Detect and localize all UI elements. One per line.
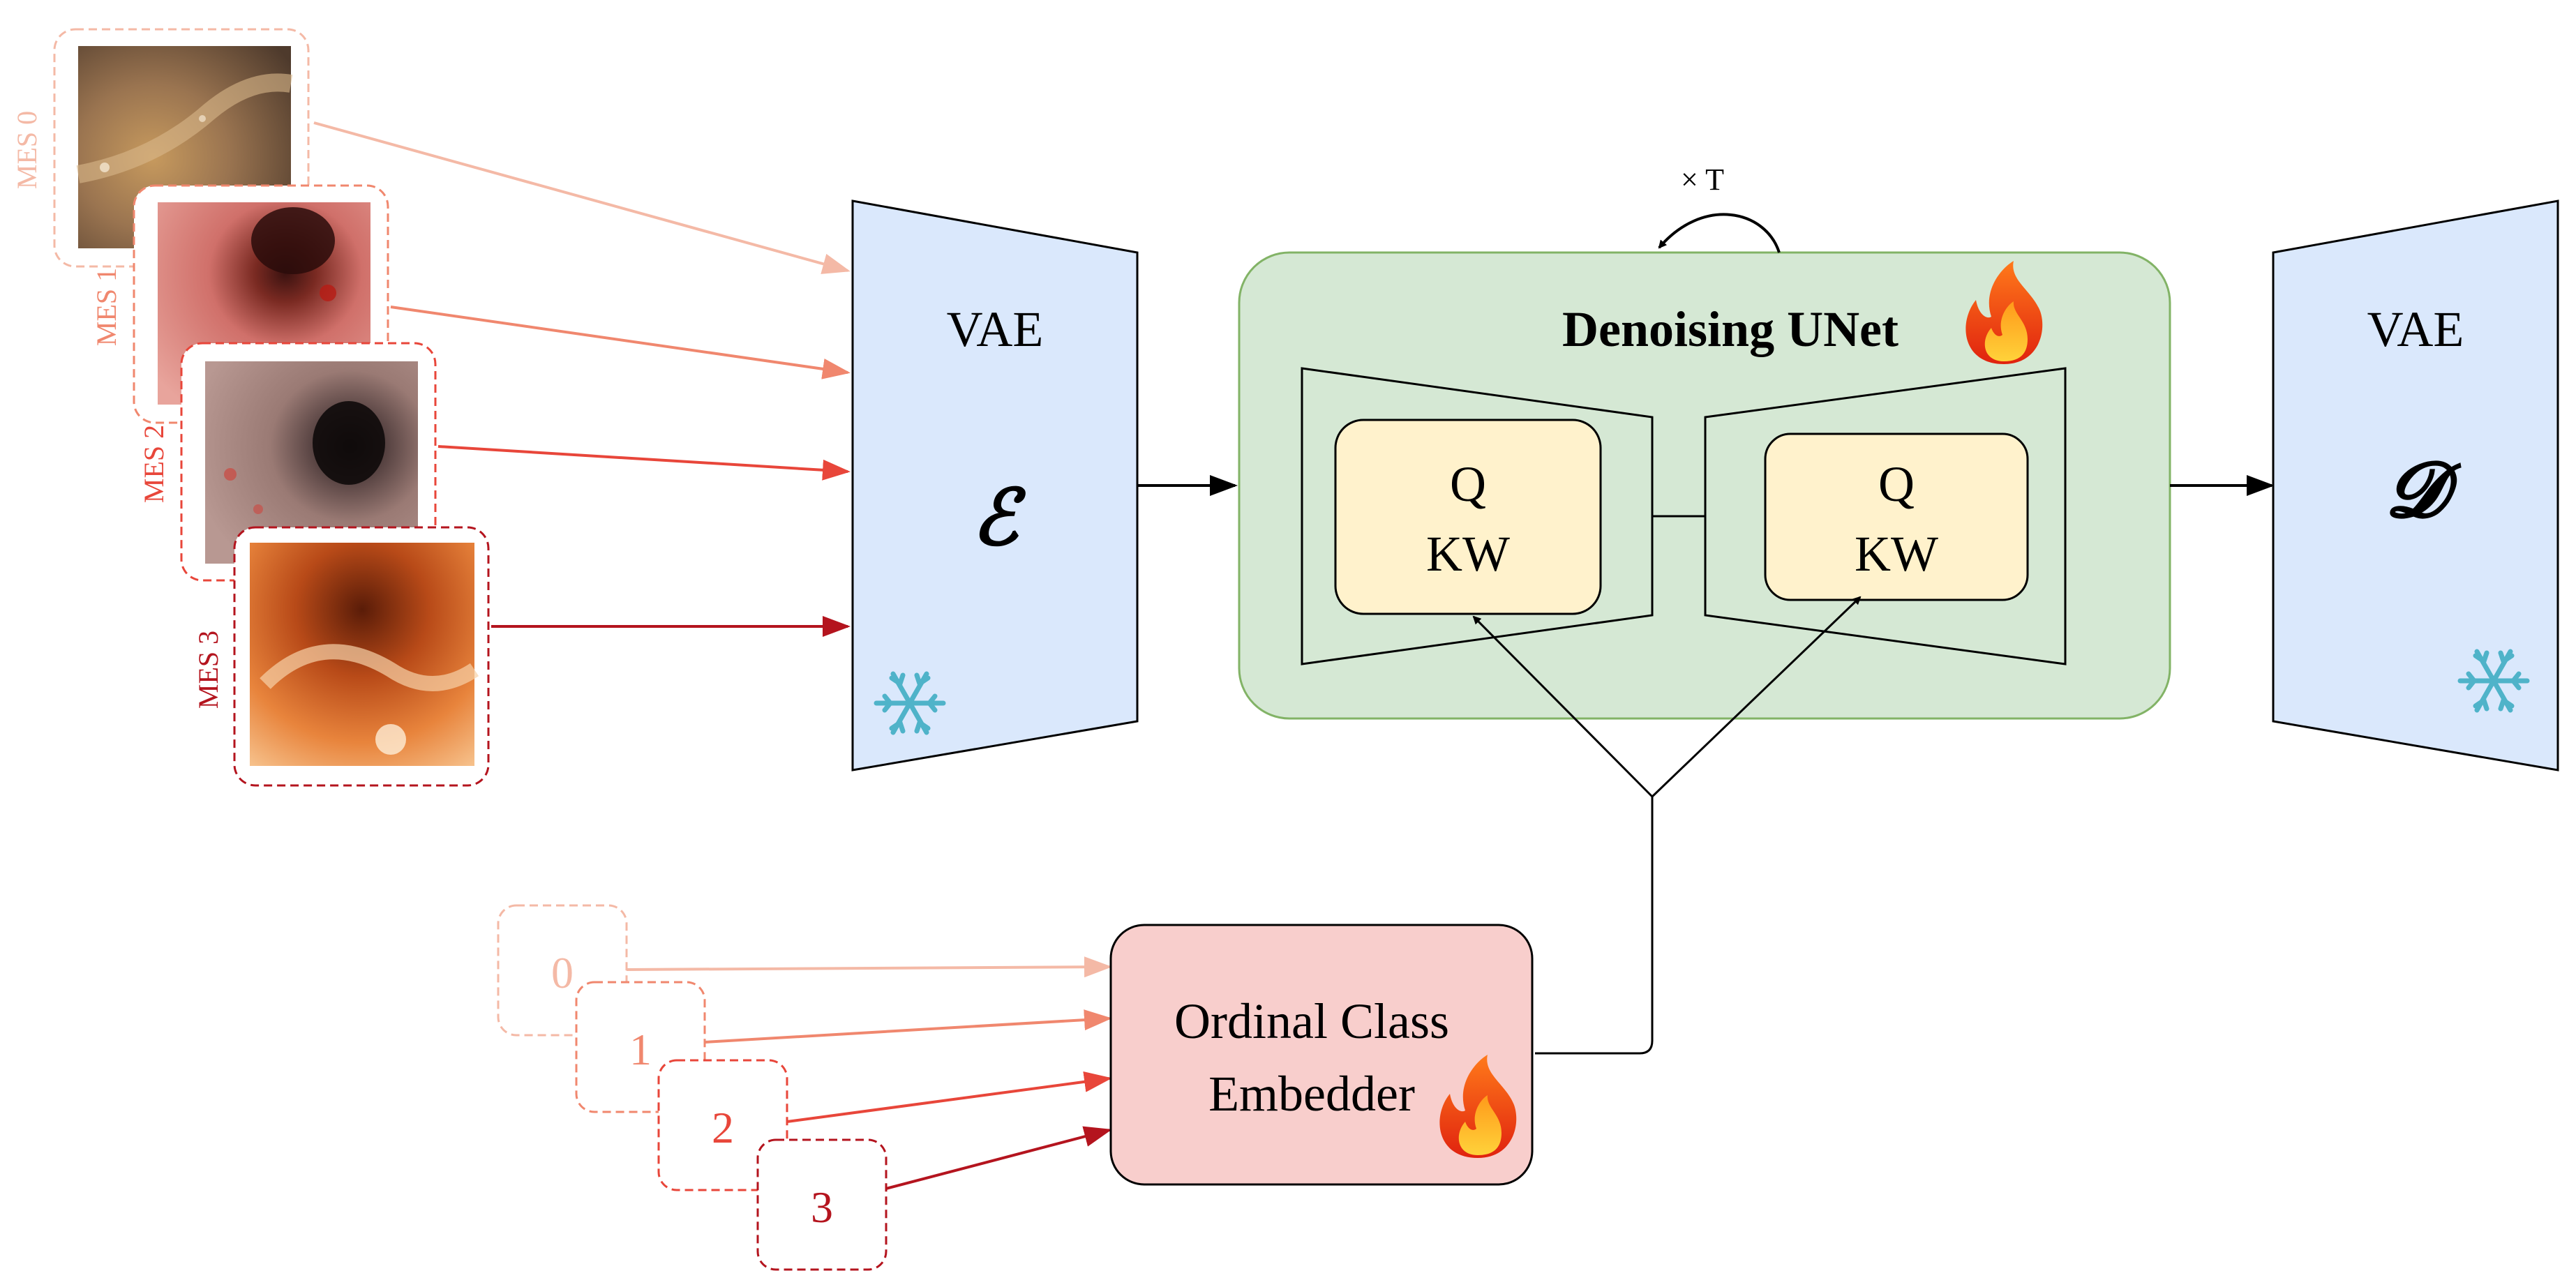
decoder-label: VAE [2367, 301, 2464, 357]
snowflake-icon [874, 671, 946, 735]
down-block-kw: KW [1426, 526, 1510, 582]
class-label-1: 1 [629, 1025, 652, 1074]
encoder-symbol: ℰ [972, 476, 1027, 561]
class-label-stack: 0 1 2 3 [497, 904, 888, 1271]
class-to-embedder-arrows [626, 956, 1112, 1190]
embedder-line1: Ordinal Class [1174, 993, 1449, 1049]
input-image-stack: MES 0 MES 1 MES 2 MES 3 [11, 28, 490, 787]
up-block-kw: KW [1855, 526, 1938, 582]
down-attention-block: Q KW [1334, 419, 1602, 615]
class-box-2: 2 [657, 1059, 788, 1191]
encoder-label: VAE [947, 301, 1044, 357]
unet-down-trapezoid [1301, 367, 1654, 665]
vae-encoder: VAE ℰ [851, 200, 1139, 772]
mes-image-3: MES 3 [193, 526, 490, 787]
loop-label: × T [1681, 163, 1724, 197]
fire-icon [1965, 261, 2043, 364]
up-block-q: Q [1878, 456, 1915, 512]
denoising-unet: Denoising UNet × T Q KW Q KW [1238, 163, 2171, 720]
mes-label-2: MES 2 [138, 425, 170, 503]
up-attention-block: Q KW [1764, 432, 2029, 601]
vae-decoder: VAE 𝓓 [2272, 200, 2559, 772]
mes-image-2: MES 2 [138, 342, 437, 582]
ordinal-class-embedder: Ordinal Class Embedder [1109, 924, 1534, 1186]
loop-arrow: × T [1658, 163, 1781, 253]
class-label-0: 0 [551, 948, 574, 998]
image-to-encoder-arrows [313, 121, 851, 637]
class-label-3: 3 [811, 1182, 833, 1232]
fire-icon [1439, 1055, 1517, 1158]
mes-label-0: MES 0 [11, 111, 43, 189]
mes-label-3: MES 3 [193, 631, 224, 709]
class-box-3: 3 [756, 1138, 888, 1271]
unet-up-trapezoid [1704, 367, 2067, 665]
down-block-q: Q [1450, 456, 1486, 512]
embedder-line2: Embedder [1208, 1066, 1415, 1122]
class-label-2: 2 [712, 1103, 734, 1152]
mes-label-1: MES 1 [91, 268, 122, 346]
conditioning-arrows [1472, 596, 1862, 1055]
unet-title: Denoising UNet [1562, 301, 1899, 357]
snowflake-icon [2457, 649, 2530, 713]
